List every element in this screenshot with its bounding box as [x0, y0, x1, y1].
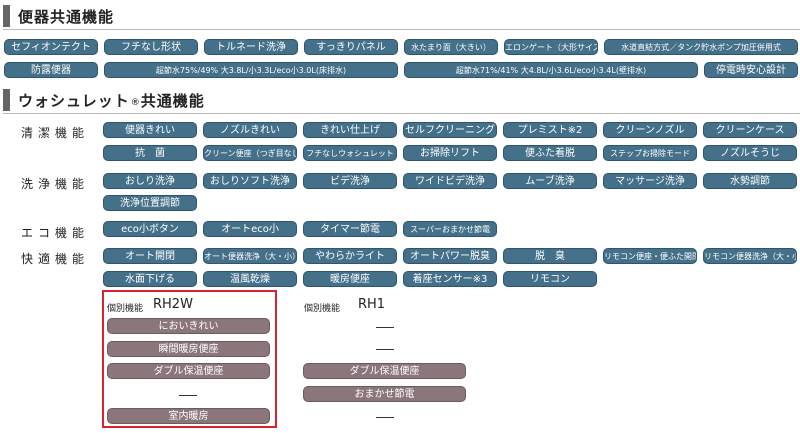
feature-badge: オートeco小	[203, 221, 297, 237]
feature-badge: 超節水75%/49% 大3.8L/小3.3L/eco小3.0L(床排水)	[104, 62, 398, 78]
section-header-washlet-common: ウォシュレット ® 共通機能	[3, 89, 205, 111]
feature-badge: セフィオンテクト	[4, 39, 98, 55]
highlight-box-rh2w	[102, 290, 277, 428]
feature-badge: ステップお掃除モード	[603, 145, 697, 161]
feature-badge: クリーン便座（つぎ目なし）	[203, 145, 297, 161]
row-label-comfort: 快適機能	[21, 252, 90, 266]
feature-badge: ムーブ洗浄	[503, 173, 597, 189]
registered-mark: ®	[130, 98, 140, 108]
feature-badge: おしりソフト洗浄	[203, 173, 297, 189]
section-header-toilet-common: 便器共通機能	[3, 5, 114, 27]
feature-badge: オート便器洗浄（大・小）	[203, 248, 297, 264]
feature-badge: フチなし形状	[104, 39, 198, 55]
feature-badge: クリーンケース	[703, 122, 797, 138]
feature-badge: エロンゲート（大形サイズ）	[504, 39, 598, 55]
section-marker	[3, 89, 10, 111]
feature-badge: 停電時安心設計	[704, 62, 798, 78]
feature-badge: ダブル保温便座	[107, 363, 270, 379]
feature-badge: きれい仕上げ	[303, 122, 397, 138]
feature-badge: セルフクリーニング	[403, 122, 497, 138]
feature-badge: 便器きれい	[103, 122, 197, 138]
feature-badge: タイマー節電	[303, 221, 397, 237]
feature-badge: マッサージ洗浄	[603, 173, 697, 189]
feature-badge: 着座センサー※3	[403, 271, 497, 287]
model-name-rh1: RH1	[358, 297, 386, 312]
feature-badge: リモコン便座・便ふた開閉	[603, 248, 697, 264]
feature-badge: ビデ洗浄	[303, 173, 397, 189]
row-label-eco: エコ機能	[21, 226, 90, 240]
feature-badge: おしり洗浄	[103, 173, 197, 189]
row-label-cleanliness: 清潔機能	[21, 126, 90, 140]
feature-badge: リモコン便器洗浄（大・小）	[703, 248, 797, 264]
feature-badge: 防露便器	[4, 62, 98, 78]
feature-badge: オート開閉	[103, 248, 197, 264]
feature-badge: おまかせ節電	[303, 386, 466, 402]
feature-badge: 温風乾燥	[203, 271, 297, 287]
feature-badge: 水面下げる	[103, 271, 197, 287]
feature-badge: 洗浄位置調節	[103, 195, 197, 211]
not-available-dash	[376, 417, 394, 418]
feature-badge: リモコン	[503, 271, 597, 287]
feature-badge: トルネード洗浄	[204, 39, 298, 55]
feature-badge: eco小ボタン	[103, 221, 197, 237]
feature-badge: 暖房便座	[303, 271, 397, 287]
feature-badge: 水勢調節	[703, 173, 797, 189]
feature-badge: 抗 菌	[103, 145, 197, 161]
feature-badge: ノズルそうじ	[703, 145, 797, 161]
individual-label: 個別機能	[107, 304, 144, 314]
feature-badge: すっきりパネル	[304, 39, 398, 55]
model-name-rh2w: RH2W	[153, 297, 193, 312]
not-available-dash	[376, 349, 394, 350]
feature-badge: お掃除リフト	[403, 145, 497, 161]
feature-badge: オートパワー脱臭	[403, 248, 497, 264]
section-title-suffix: 共通機能	[140, 91, 205, 110]
not-available-dash	[376, 327, 394, 328]
feature-badge: ワイドビデ洗浄	[403, 173, 497, 189]
row-label-washing: 洗浄機能	[21, 177, 90, 191]
feature-badge: 便ふた着脱	[503, 145, 597, 161]
feature-badge: 脱 臭	[503, 248, 597, 264]
section-title: 便器共通機能	[18, 7, 115, 26]
feature-badge: クリーンノズル	[603, 122, 697, 138]
feature-badge: 超節水71%/41% 大4.8L/小3.6L/eco小3.4L(壁排水)	[404, 62, 698, 78]
feature-badge: ノズルきれい	[203, 122, 297, 138]
feature-badge: 室内暖房	[107, 408, 270, 424]
feature-badge: やわらかライト	[303, 248, 397, 264]
individual-label: 個別機能	[304, 304, 341, 314]
feature-badge: ダブル保温便座	[303, 363, 466, 379]
section-divider	[3, 113, 800, 114]
feature-badge: フチなしウォシュレット	[303, 145, 397, 161]
section-title: ウォシュレット	[18, 91, 130, 110]
feature-badge: においきれい	[107, 318, 270, 334]
feature-badge: 水たまり面（大きい）	[404, 39, 498, 55]
section-divider	[3, 29, 800, 30]
feature-badge: 水道直結方式／タンク貯水ポンプ加圧併用式	[604, 39, 798, 55]
not-available-dash	[179, 395, 197, 396]
feature-badge: スーパーおまかせ節電	[403, 221, 497, 237]
feature-badge: プレミスト※2	[503, 122, 597, 138]
feature-badge: 瞬間暖房便座	[107, 341, 270, 357]
section-marker	[3, 5, 10, 27]
